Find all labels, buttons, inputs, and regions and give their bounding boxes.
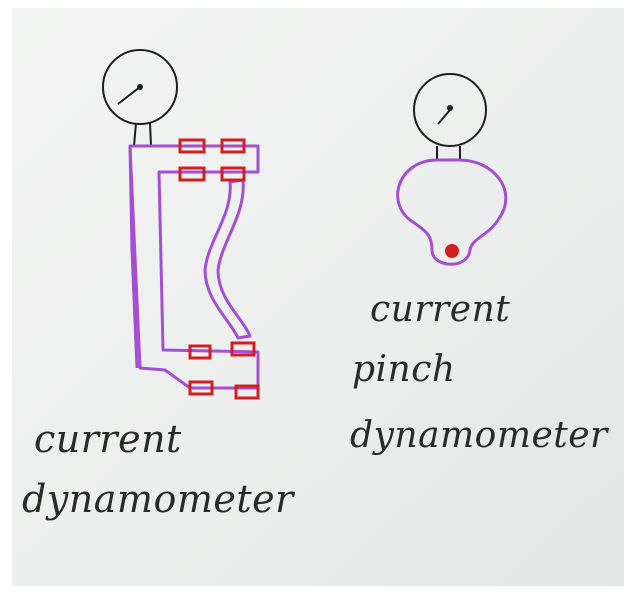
label-current-right: current	[370, 292, 510, 328]
label-current-left: current	[34, 420, 182, 458]
label-dynamometer-left: dynamometer	[22, 480, 294, 518]
label-pinch: pinch	[352, 352, 456, 388]
pinch-contact-dot	[445, 244, 459, 258]
label-dynamometer-right: dynamometer	[350, 418, 608, 454]
